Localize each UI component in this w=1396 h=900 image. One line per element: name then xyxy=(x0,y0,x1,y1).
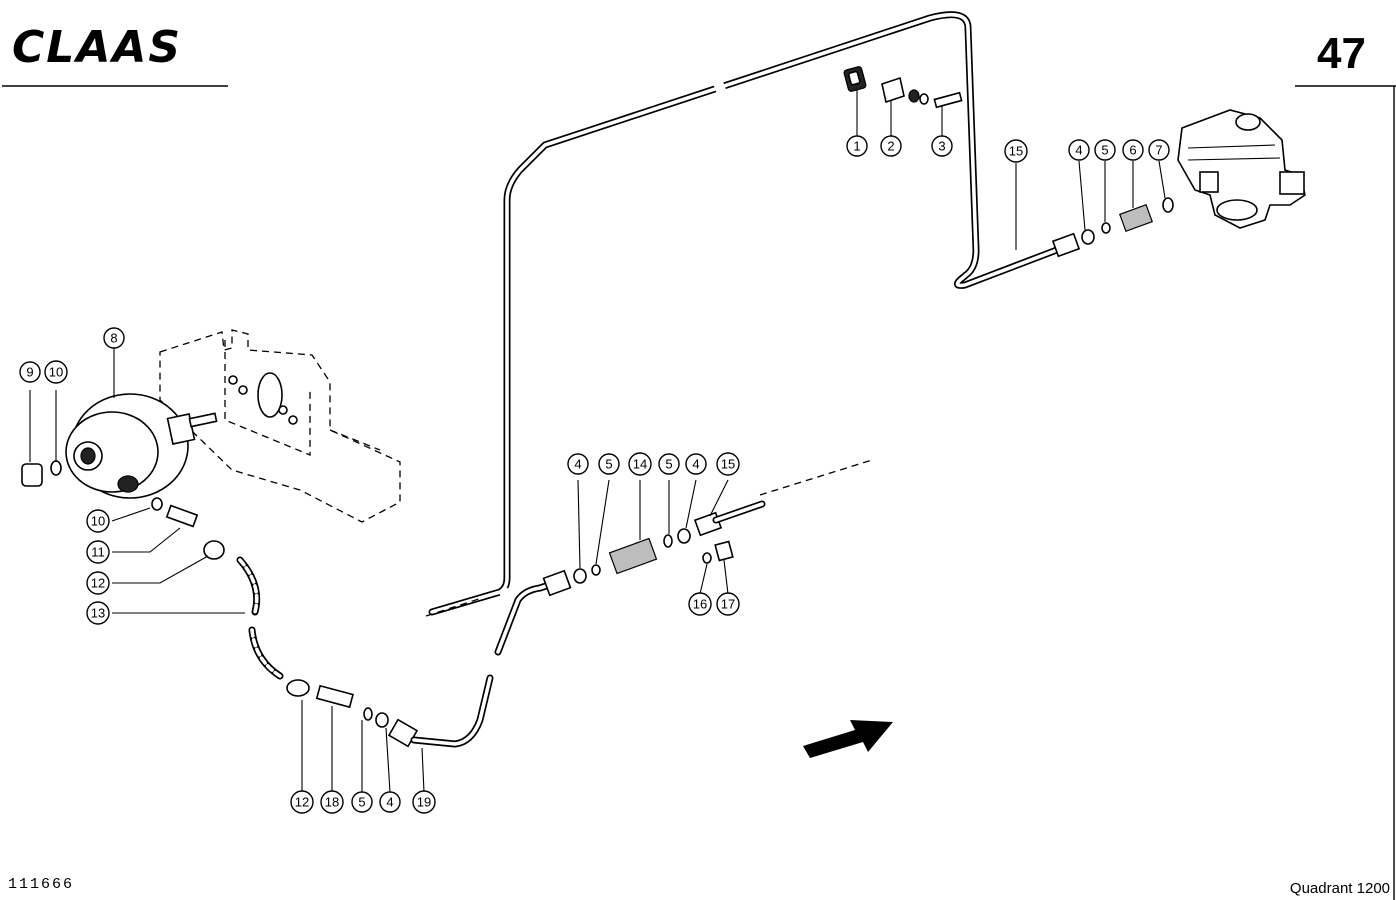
brand-logo: CLAAS xyxy=(12,22,182,73)
callout-4-middle-b: 4 xyxy=(685,453,707,475)
callout-5-middle-b: 5 xyxy=(658,453,680,475)
svg-text:8: 8 xyxy=(110,331,117,346)
brake-pipe-long xyxy=(428,11,1066,616)
bracket-outline xyxy=(159,329,401,523)
callout-10-lower: 10 xyxy=(86,509,110,533)
svg-text:9: 9 xyxy=(26,365,33,380)
svg-text:11: 11 xyxy=(91,545,105,560)
callouts: 1 2 3 15 4 5 6 7 8 9 10 10 11 12 13 4 5 … xyxy=(19,135,1170,814)
callout-15-middle: 15 xyxy=(716,452,740,476)
svg-text:5: 5 xyxy=(605,457,612,472)
callout-1: 1 xyxy=(846,135,868,157)
callout-2: 2 xyxy=(880,135,902,157)
brake-valve xyxy=(1177,109,1306,229)
callout-13: 13 xyxy=(86,601,110,625)
callout-18: 18 xyxy=(320,790,344,814)
svg-text:4: 4 xyxy=(574,457,581,472)
svg-text:1: 1 xyxy=(853,139,860,154)
svg-text:6: 6 xyxy=(1129,143,1136,158)
plug-and-seal xyxy=(21,460,62,487)
callout-14: 14 xyxy=(628,452,652,476)
continuation-lines xyxy=(425,459,873,617)
svg-text:15: 15 xyxy=(1009,144,1023,159)
svg-text:18: 18 xyxy=(325,795,339,810)
page-number: 47 xyxy=(1317,29,1366,78)
svg-text:13: 13 xyxy=(91,606,105,621)
callout-5-upper: 5 xyxy=(1094,139,1116,161)
callout-4-upper: 4 xyxy=(1068,139,1090,161)
svg-text:5: 5 xyxy=(358,795,365,810)
svg-text:4: 4 xyxy=(386,795,393,810)
svg-text:3: 3 xyxy=(938,139,945,154)
callout-10-upper: 10 xyxy=(44,360,68,384)
svg-text:12: 12 xyxy=(295,795,309,810)
callout-8: 8 xyxy=(103,327,125,349)
svg-text:4: 4 xyxy=(1075,143,1082,158)
callout-6: 6 xyxy=(1122,139,1144,161)
svg-text:10: 10 xyxy=(91,514,105,529)
pipe-clip-parts xyxy=(843,66,963,109)
callout-5-middle-a: 5 xyxy=(598,453,620,475)
callout-3: 3 xyxy=(931,135,953,157)
hose-assembly xyxy=(151,497,494,748)
svg-text:16: 16 xyxy=(693,597,707,612)
callout-11: 11 xyxy=(86,540,110,564)
callout-leaders xyxy=(29,90,1166,793)
svg-text:19: 19 xyxy=(417,795,431,810)
svg-text:5: 5 xyxy=(1101,143,1108,158)
callout-5-lower: 5 xyxy=(351,791,373,813)
svg-text:12: 12 xyxy=(91,576,105,591)
callout-9: 9 xyxy=(19,361,41,383)
callout-4-middle: 4 xyxy=(567,453,589,475)
model-name: Quadrant 1200 xyxy=(1290,880,1390,897)
callout-12-upper: 12 xyxy=(86,571,110,595)
arrow-right-icon xyxy=(803,720,893,758)
svg-text:10: 10 xyxy=(49,365,63,380)
callout-7: 7 xyxy=(1148,139,1170,161)
footer: 111666 Quadrant 1200 xyxy=(8,876,1390,897)
middle-fittings xyxy=(494,500,766,656)
svg-text:5: 5 xyxy=(665,457,672,472)
header: CLAAS 47 xyxy=(2,22,1396,900)
upper-fittings xyxy=(1051,197,1174,258)
callout-4-lower: 4 xyxy=(379,791,401,813)
callout-17: 17 xyxy=(716,592,740,616)
callout-15-upper: 15 xyxy=(1004,139,1028,163)
svg-text:2: 2 xyxy=(887,139,894,154)
callout-12-lower: 12 xyxy=(290,790,314,814)
svg-text:4: 4 xyxy=(692,457,699,472)
brake-cylinder xyxy=(65,372,298,499)
callout-19: 19 xyxy=(412,790,436,814)
svg-text:7: 7 xyxy=(1155,143,1162,158)
svg-text:14: 14 xyxy=(633,457,647,472)
svg-text:17: 17 xyxy=(721,597,735,612)
callout-16: 16 xyxy=(688,592,712,616)
drawing-number: 111666 xyxy=(8,876,74,893)
svg-text:15: 15 xyxy=(721,457,735,472)
